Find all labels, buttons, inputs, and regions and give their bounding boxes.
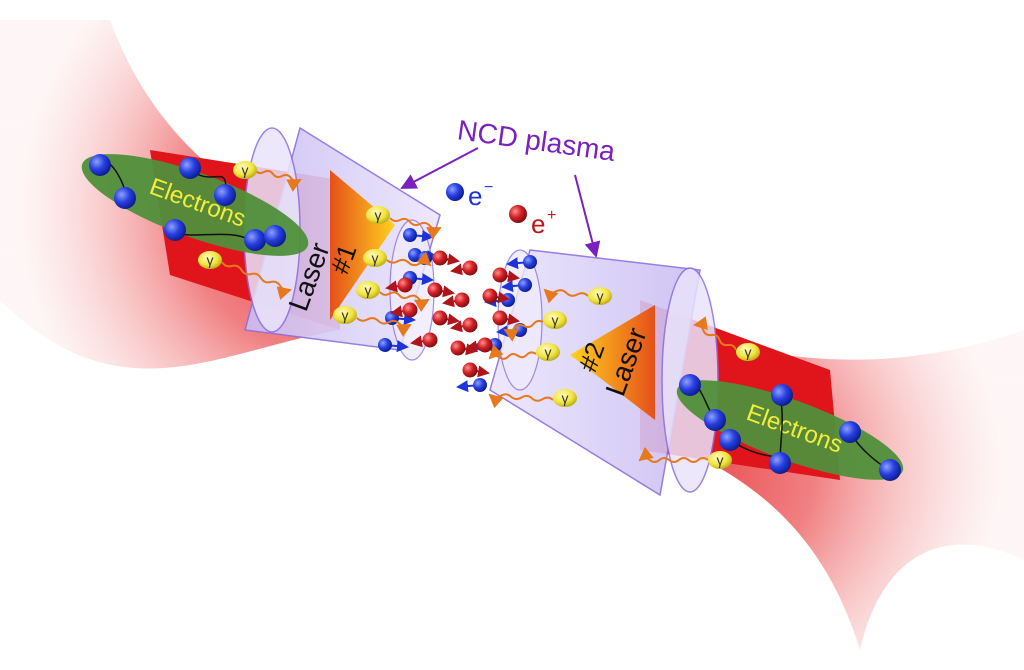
gamma-label: γ	[717, 452, 724, 468]
gamma-label: γ	[597, 288, 604, 304]
electron-particle-icon	[839, 421, 861, 443]
gamma-photon-icon	[356, 281, 380, 299]
positron-particle-icon	[402, 302, 418, 318]
electron-particle-icon	[114, 187, 136, 209]
electron-particle-icon	[179, 157, 201, 179]
gamma-photon-icon	[708, 451, 732, 469]
positron-particle-icon	[454, 292, 470, 308]
plasma-arrow-right	[574, 174, 601, 258]
laser-pulse-icon	[330, 170, 395, 320]
positron-particle-icon	[492, 310, 508, 326]
gamma-label: γ	[375, 207, 382, 223]
photon-wave-icon	[386, 251, 432, 267]
electron-particle-icon	[378, 338, 392, 352]
positron-particle-icon	[482, 288, 498, 304]
electron-particle-icon	[89, 154, 111, 176]
electron-particle-icon	[446, 183, 464, 201]
positron-particle-icon	[477, 337, 493, 353]
electron-particle-icon	[501, 293, 515, 307]
plasma-arrow-left	[400, 147, 479, 189]
electron-particle-icon	[214, 184, 236, 206]
bunch-electron-dots	[89, 154, 901, 481]
positron-particle-icon	[492, 267, 508, 283]
electron-particle-icon	[523, 255, 537, 269]
gamma-label: γ	[552, 312, 559, 328]
gamma-photon-icon	[333, 306, 357, 324]
positron-particle-icon	[422, 332, 438, 348]
gamma-photon-icon	[736, 343, 760, 361]
electron-particle-icon	[879, 459, 901, 481]
photon-wave-icon	[693, 316, 737, 351]
electron-particle-icon	[403, 228, 417, 242]
gamma-photon-icon	[363, 249, 387, 267]
gamma-label: γ	[545, 344, 552, 360]
electron-particle-icon	[769, 452, 791, 474]
ncd-plasma-label: NCD plasma	[456, 114, 618, 167]
gamma-photon-icon	[543, 311, 567, 329]
gamma-label: γ	[242, 162, 249, 178]
electron-particle-icon	[264, 225, 286, 247]
particle-legend: e − e +	[446, 179, 556, 239]
electron-particle-icon	[164, 219, 186, 241]
positron-particle-icon	[432, 250, 448, 266]
photon-wave-icon	[379, 291, 430, 313]
gamma-photon-icon	[233, 161, 257, 179]
positron-particle-icon	[427, 282, 443, 298]
laser-pulse-icon	[570, 305, 655, 420]
gamma-photon-icon	[588, 287, 612, 305]
gamma-label: γ	[365, 282, 372, 298]
electron-particle-icon	[679, 374, 701, 396]
positron-particle-icon	[397, 277, 413, 293]
electron-particle-icon	[719, 429, 741, 451]
gamma-photon-icon	[198, 251, 222, 269]
gamma-label: γ	[562, 390, 569, 406]
electron-particle-icon	[771, 384, 793, 406]
electron-particle-icon	[704, 409, 726, 431]
positron-particle-icon	[450, 340, 466, 356]
photon-wave-icon	[389, 217, 442, 240]
photon-wave-icon	[254, 169, 302, 192]
legend-positron-sup: +	[547, 207, 556, 224]
electron-particle-icon	[244, 229, 266, 251]
photon-wave-icon	[503, 319, 544, 342]
photon-wave-icon	[488, 344, 537, 360]
gamma-photon-icon	[553, 389, 577, 407]
legend-positron-symbol: e	[531, 209, 545, 239]
gamma-label: γ	[342, 307, 349, 323]
gamma-label: γ	[207, 252, 214, 268]
positron-particle-icon	[462, 260, 478, 276]
electron-particle-icon	[518, 278, 532, 292]
electron-particle-icon	[473, 378, 487, 392]
gamma-label: γ	[372, 250, 379, 266]
gamma-photon-icon	[366, 206, 390, 224]
positron-particle-icon	[462, 317, 478, 333]
photon-wave-icon	[221, 261, 292, 300]
legend-electron-sup: −	[484, 179, 493, 196]
photon-wave-icon	[488, 393, 554, 409]
photon-wave-icon	[543, 288, 589, 304]
positron-particle-icon	[432, 310, 448, 326]
gamma-label: γ	[745, 344, 752, 360]
gamma-photon-icon	[536, 343, 560, 361]
legend-electron-symbol: e	[468, 181, 482, 211]
positron-particle-icon	[462, 362, 478, 378]
plasma-particles	[378, 228, 537, 393]
positron-particle-icon	[509, 205, 527, 223]
photon-wave-icon	[356, 317, 412, 337]
photon-wave-icon	[638, 446, 709, 463]
